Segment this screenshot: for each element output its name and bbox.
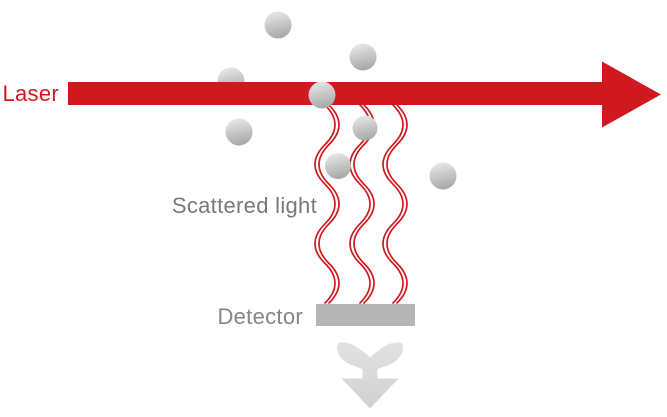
particles (225, 11, 457, 190)
laser-beam (68, 82, 605, 105)
particle (264, 11, 292, 39)
particle (308, 81, 336, 109)
scattered-wave (318, 104, 340, 304)
particle (349, 43, 377, 71)
scattered-wave (386, 104, 408, 304)
scattered-wave (314, 104, 336, 304)
scattered-wave (349, 104, 371, 304)
particle (352, 115, 378, 141)
down-arrow-icon (337, 342, 403, 409)
laser-label: Laser (2, 81, 59, 106)
particle (429, 162, 457, 190)
detector-label: Detector (217, 304, 303, 329)
detector-bar (316, 304, 415, 326)
particle (325, 153, 351, 179)
scattered-waves (314, 104, 408, 304)
laser-arrowhead-icon (602, 61, 661, 128)
scattered-light-label: Scattered light (171, 193, 317, 218)
scattered-wave (353, 104, 375, 304)
particle (225, 118, 253, 146)
scattered-wave (382, 104, 404, 304)
